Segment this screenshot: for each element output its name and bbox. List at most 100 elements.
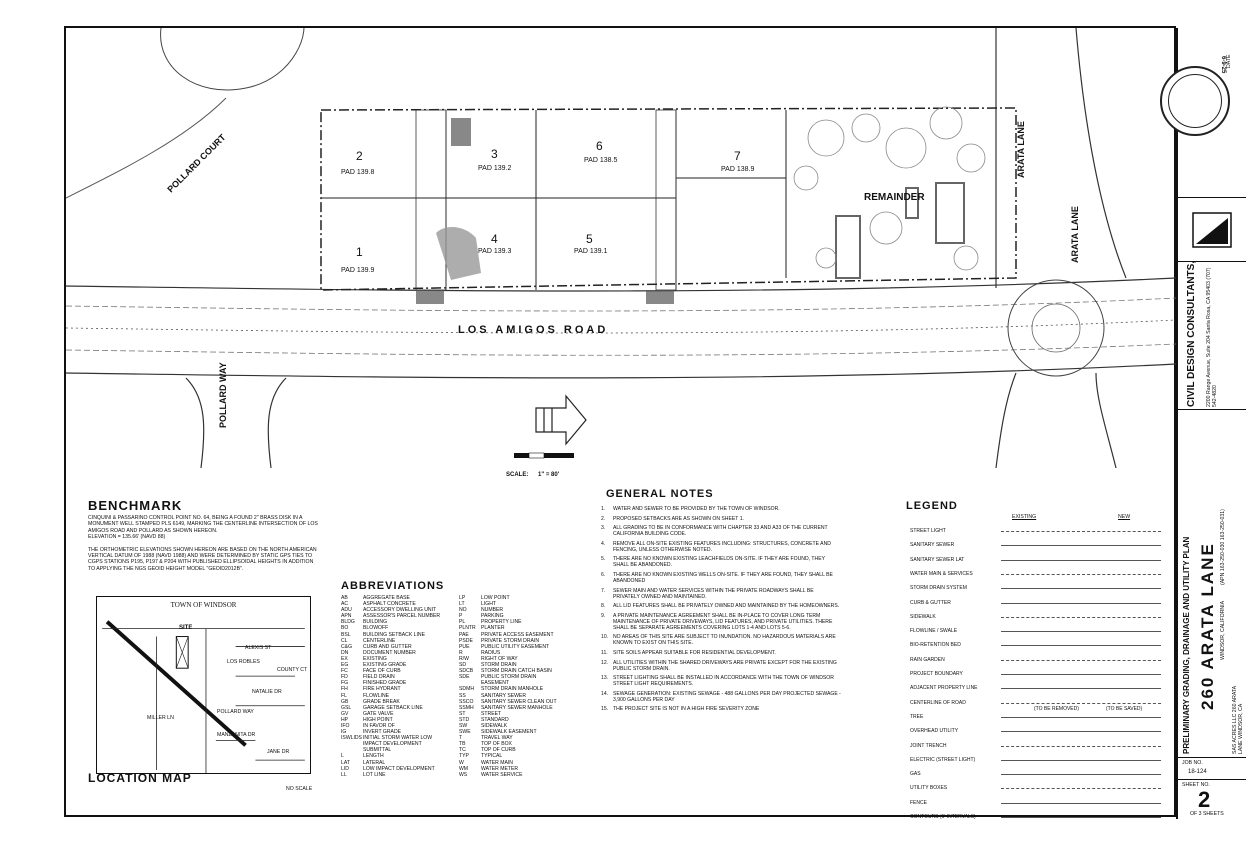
legend-symbol [1001, 759, 1161, 761]
abbreviation-code: AB [341, 595, 348, 601]
lot-pad: PAD 139.1 [574, 248, 607, 255]
legend-symbol [1001, 774, 1161, 776]
company-logo-icon [1192, 212, 1232, 248]
abbreviation-meaning: FIELD DRAIN [363, 674, 395, 681]
pollard-court-curb [160, 28, 305, 91]
lot-number: 1 [356, 245, 363, 259]
abbreviation-meaning: CENTERLINE [363, 637, 396, 644]
lot-number: 3 [491, 147, 498, 161]
abbreviation-meaning: BUILDING SETBACK LINE [363, 631, 425, 638]
abbreviation-code: LID [341, 765, 349, 772]
abbreviation-code: LP [459, 595, 466, 601]
location-map-svg [102, 620, 305, 773]
note-number: 11. [601, 649, 608, 656]
abbreviation-code: SDE [459, 674, 470, 681]
abbreviation-meaning: TOP OF CURB [481, 747, 516, 754]
abbreviation-meaning: STORM DRAIN CATCH BASIN [481, 668, 552, 675]
legend-row-label: CENTERLINE OF ROAD [910, 699, 966, 706]
street-label: POLLARD WAY [218, 362, 228, 428]
scale-label: SCALE: 1" = 80' [506, 472, 559, 478]
general-note: 14.SEWAGE GENERATION: EXISTING SEWAGE - … [601, 691, 841, 703]
general-note: 2.PROPOSED SETBACKS ARE AS SHOWN ON SHEE… [601, 516, 841, 522]
note-text: REMOVE ALL ON-SITE EXISTING FEATURES INC… [613, 540, 831, 553]
legend-row-label: SANITARY SEWER LAT [910, 556, 965, 563]
abbreviation-code: BO [341, 625, 349, 632]
abbreviation-meaning: BUILDING [363, 619, 388, 626]
note-text: THERE ARE NO KNOWN EXISTING WELLS ON-SIT… [613, 571, 833, 584]
note-number: 5. [601, 556, 606, 563]
legend-symbol [1001, 559, 1161, 561]
lot-pad: PAD 139.3 [478, 248, 511, 255]
legend-row-label: CONTOURS (1' INTERVALS) [910, 814, 976, 820]
general-note: 11.SITE SOILS APPEAR SUITABLE FOR RESIDE… [601, 650, 841, 656]
legend-row-label: ELECTRIC (STREET LIGHT) [910, 756, 976, 763]
tb-job-no: 18-124 [1188, 769, 1207, 775]
legend-row-label: ADJACENT PROPERTY LINE [910, 685, 978, 692]
legend-col-new: NEW [1118, 514, 1131, 520]
abbreviation-code: HP [341, 716, 349, 723]
abbreviation-code: APN [341, 613, 352, 620]
abbreviation-meaning: PLANTER [481, 625, 505, 632]
legend-symbol [1001, 716, 1161, 718]
lot-pad: PAD 139.2 [478, 165, 511, 172]
abbreviation-meaning: TOP OF BOX [481, 741, 512, 748]
general-note: 10.NO AREAS OF THIS SITE ARE SUBJECT TO … [601, 634, 841, 646]
legend-title: LEGEND [906, 500, 958, 512]
abbreviation-meaning: PROPERTY LINE [481, 619, 522, 626]
pollard-way-east [267, 377, 287, 468]
legend-symbol [1001, 817, 1161, 818]
general-note: 9.A PRIVATE MAINTENANCE AGREEMENT SHALL … [601, 613, 841, 631]
legend-symbol [1001, 788, 1161, 790]
abbreviation-meaning: PARKING [481, 613, 504, 620]
tb-sheet-cell: SHEET NO. 2 OF 3 SHEETS [1178, 780, 1246, 819]
abbreviation-meaning: SANITARY SEWER MANHOLE [481, 704, 553, 711]
tb-sheet-of: OF 3 SHEETS [1190, 811, 1224, 817]
legend-row-label: STREET LIGHT [910, 528, 946, 534]
abbreviation-code: SS [459, 692, 466, 699]
abbreviation-code: EG [341, 662, 349, 669]
note-text: NO AREAS OF THIS SITE ARE SUBJECT TO INU… [613, 634, 836, 647]
location-map-title: LOCATION MAP [88, 771, 192, 785]
abbreviation-meaning: PUBLIC UTILITY EASEMENT [481, 643, 550, 650]
legend-symbol [1001, 531, 1161, 532]
abbreviation-code: BSL [341, 631, 351, 638]
abbreviation-meaning: WATER SERVICE [481, 771, 523, 778]
abbreviation-code: R [459, 649, 463, 656]
note-number: 7. [601, 587, 606, 594]
abbreviation-code: GSL [341, 704, 352, 711]
site-plan-svg: 1 PAD 139.9 2 PAD 139.8 3 PAD 139.2 4 PA… [66, 28, 1176, 468]
project-boundary [320, 107, 1017, 291]
note-number: 8. [601, 603, 606, 610]
bio-retention-bed [416, 290, 444, 304]
abbreviation-code: SSCO [459, 698, 474, 705]
abbreviation-code: L [341, 753, 344, 760]
note-text: THE PROJECT SITE IS NOT IN A HIGH FIRE S… [613, 706, 760, 713]
abbreviation-meaning: LATERAL [363, 759, 386, 766]
general-notes-list: 1.WATER AND SEWER TO BE PROVIDED BY THE … [601, 506, 841, 716]
general-note: 1.WATER AND SEWER TO BE PROVIDED BY THE … [601, 506, 841, 512]
legend-symbol [1001, 731, 1161, 733]
abbreviation-code: PUE [459, 643, 470, 650]
abbreviation-code: LAT [341, 759, 350, 766]
location-map-scale-note: NO SCALE [286, 786, 313, 792]
tb-logo-cell [1178, 198, 1246, 262]
abbreviation-meaning: LOT LINE [363, 771, 386, 778]
legend-symbol [1001, 545, 1161, 547]
legend-col-existing: EXISTING [1012, 514, 1037, 520]
abbreviation-meaning: TRAVEL WAY [481, 735, 513, 742]
pollard-court-edge [66, 97, 227, 199]
general-note: 3.ALL GRADING TO BE IN CONFORMANCE WITH … [601, 525, 841, 537]
abbreviation-meaning: LOW IMPACT DEVELOPMENT [363, 765, 435, 772]
